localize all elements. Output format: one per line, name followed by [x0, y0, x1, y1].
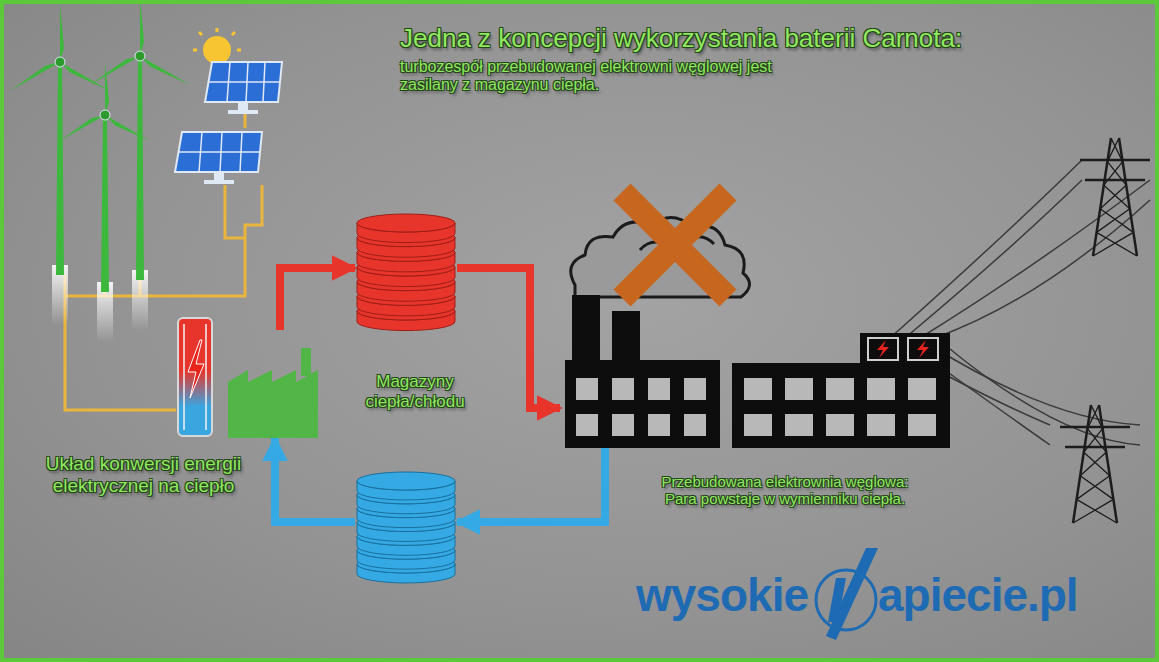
logo-text: apiecie.pl	[878, 568, 1078, 622]
node-shape	[355, 212, 457, 322]
title: Jedna z koncepcji wykorzystania baterii …	[400, 24, 962, 54]
node-label: Układ konwersji energii elektrycznej na …	[36, 453, 251, 497]
node-label: Przebudowana elektrownia węglowa: Para p…	[650, 473, 920, 508]
power-wires	[65, 112, 262, 410]
wind-turbine	[90, 0, 190, 330]
flow-arrow	[457, 448, 605, 522]
sun-icon	[193, 28, 241, 64]
pylon	[1060, 405, 1130, 523]
cross-mark	[622, 192, 728, 298]
wind-turbine	[60, 63, 150, 342]
pylons	[1060, 138, 1150, 523]
node-shape	[355, 470, 457, 575]
heat-storage	[355, 212, 457, 322]
cold-storage	[355, 470, 457, 575]
wire	[65, 238, 245, 296]
flow-arrow	[457, 268, 560, 408]
solar-panel	[175, 132, 262, 184]
wire	[225, 185, 245, 238]
node-shape	[176, 330, 321, 438]
storage-label: Magazyny ciepła/chłodu	[330, 372, 500, 411]
logo-text: wysokie	[636, 568, 808, 622]
logo-symbol	[816, 548, 878, 640]
conversion-unit: Układ konwersji energii elektrycznej na …	[176, 330, 321, 438]
wire	[245, 185, 262, 238]
node-shape	[560, 293, 955, 448]
flow-arrow	[275, 438, 355, 522]
wind-turbine	[10, 4, 110, 325]
pylon	[1080, 138, 1150, 256]
wire	[244, 112, 247, 128]
wind-turbines	[10, 0, 190, 342]
power-plant: Przebudowana elektrownia węglowa: Para p…	[560, 293, 955, 448]
subtitle: turbozespół przebudowanej elektrowni węg…	[400, 58, 790, 95]
flow-arrow	[280, 268, 355, 330]
solar-panel	[205, 62, 282, 114]
